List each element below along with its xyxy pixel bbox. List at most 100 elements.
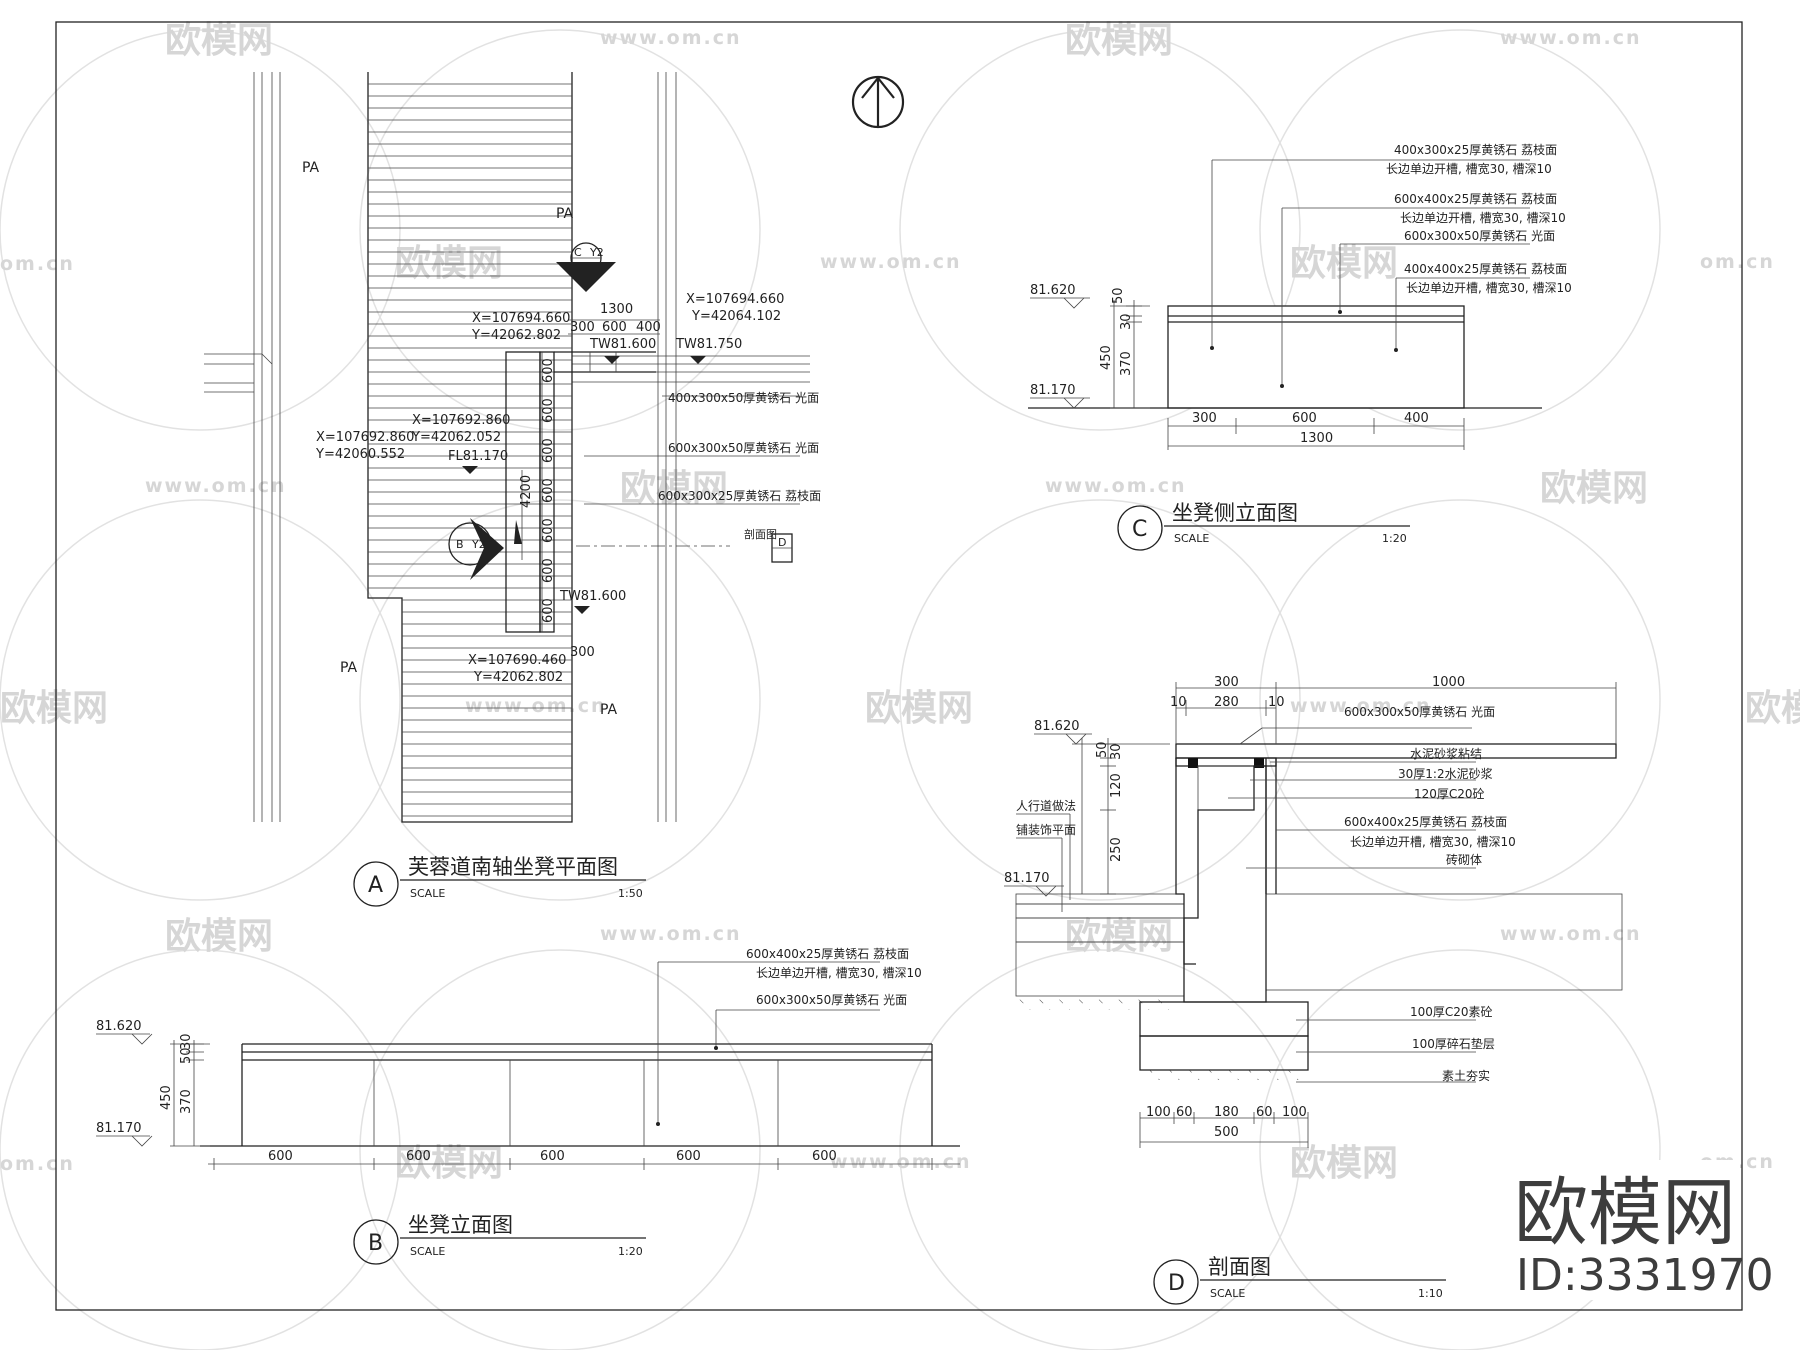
section-note: 120厚C20砼 — [1414, 787, 1485, 801]
pa-label: PA — [600, 702, 618, 718]
elev-dim: 30 — [179, 1033, 194, 1050]
elev-dim: 30 — [1119, 313, 1134, 330]
elev-dim: 50 — [179, 1047, 194, 1064]
section-note: 600x300x50厚黄锈石 光面 — [1344, 705, 1495, 719]
elev-dim: 450 — [159, 1085, 174, 1110]
plan-note: 600x300x25厚黄锈石 荔枝面 — [658, 488, 821, 503]
watermark-logo: 欧模网 — [1065, 20, 1173, 61]
coord-y: Y=42062.802 — [471, 328, 561, 343]
title-block-a: A 芙蓉道南轴坐凳平面图 SCALE 1:50 — [353, 855, 646, 907]
section-mark-d: D 剖面图 — [576, 527, 793, 563]
drawing-a-plan: 600 600 600 600 600 600 600 4200 1300 30… — [204, 72, 905, 907]
elev-tw: TW81.600 — [559, 589, 626, 604]
section-note: 长边单边开槽, 槽宽30, 槽深10 — [1350, 834, 1516, 849]
watermark-logo: 欧模网 — [1290, 243, 1398, 284]
title-block-b: B 坐凳立面图 SCALE 1:20 — [353, 1213, 646, 1265]
span-dim: 600 — [812, 1149, 837, 1164]
coord-y: Y=42060.552 — [315, 447, 405, 462]
watermark-url-fragment: om.cn — [0, 253, 75, 275]
elev-tw: TW81.600 — [589, 337, 656, 352]
elev-bottom: 81.170 — [96, 1121, 142, 1136]
elev-top: 81.620 — [96, 1019, 142, 1034]
plan-note: 600x300x50厚黄锈石 光面 — [668, 441, 819, 455]
elev-dim: 370 — [179, 1089, 194, 1114]
plan-dim-300-bottom: 300 — [570, 645, 595, 660]
elev-marker — [690, 356, 706, 364]
section-note: 100厚碎石垫层 — [1412, 1036, 1495, 1051]
section-dim-total: 500 — [1214, 1125, 1239, 1140]
section-label: 剖面图 — [744, 527, 777, 541]
watermark-logo: 欧模网 — [1745, 688, 1800, 729]
section-note: 砖砌体 — [1446, 852, 1482, 867]
section-dim: 120 — [1109, 773, 1124, 798]
span-dim: 600 — [540, 1149, 565, 1164]
plan-dim-600: 600 — [602, 320, 627, 335]
span-dim: 400 — [1404, 411, 1429, 426]
section-dim: 50 — [1095, 741, 1110, 758]
section-note: 30厚1:2水泥砂浆 — [1398, 766, 1493, 781]
section-note-left: 铺装饰平面 — [1016, 823, 1076, 837]
watermark-url-fragment: om.cn — [0, 1153, 75, 1175]
elev-fl: FL81.170 — [448, 449, 508, 464]
watermark-logo: 欧模网 — [165, 20, 273, 61]
callout-ref: Y2 — [471, 538, 486, 551]
section-dim: 100 — [1146, 1105, 1171, 1120]
section-dim: 250 — [1109, 837, 1124, 862]
section-dim: 300 — [1214, 675, 1239, 690]
plan-dim-4200: 4200 — [519, 475, 534, 508]
span-dim: 600 — [676, 1149, 701, 1164]
title-letter: A — [368, 873, 383, 898]
elev-note: 400x400x25厚黄锈石 荔枝面 — [1404, 261, 1567, 276]
elev-marker — [462, 466, 478, 474]
scale-label: SCALE — [1174, 532, 1209, 545]
watermark-url: www.om.cn — [600, 27, 742, 49]
coord-x: X=107694.660 — [472, 311, 570, 326]
elev-top: 81.620 — [1034, 719, 1080, 734]
watermark-url: www.om.cn — [600, 923, 742, 945]
section-dim: 30 — [1109, 743, 1124, 760]
callout-b-marker: B Y2 — [448, 518, 522, 580]
coord-y: Y=42062.052 — [411, 430, 501, 445]
coord-x: X=107692.860 — [316, 430, 414, 445]
coord-x: X=107690.460 — [468, 653, 566, 668]
watermark-url: www.om.cn — [1045, 475, 1187, 497]
watermark-circles — [0, 29, 1661, 1350]
plan-note: 400x300x50厚黄锈石 光面 — [668, 391, 819, 405]
brand-block: 欧模网 ID:3331970 — [1500, 1160, 1774, 1301]
watermark-url: www.om.cn — [145, 475, 287, 497]
watermark-logo: 欧模网 — [620, 468, 728, 509]
scale-value: 1:10 — [1418, 1287, 1443, 1300]
coord-x: X=107692.860 — [412, 413, 510, 428]
brand-id: ID:3331970 — [1516, 1250, 1774, 1301]
scale-label: SCALE — [1210, 1287, 1245, 1300]
plan-dim-600: 600 — [541, 358, 556, 383]
pa-label: PA — [556, 206, 574, 222]
section-note-left: 人行道做法 — [1016, 798, 1076, 813]
scale-value: 1:20 — [618, 1245, 643, 1258]
title-block-c: C 坐凳侧立面图 SCALE 1:20 — [1117, 501, 1410, 551]
plan-dim-400: 400 — [636, 320, 661, 335]
title-letter: C — [1132, 517, 1147, 542]
section-dim: 60 — [1176, 1105, 1193, 1120]
section-note: 素土夯实 — [1442, 1068, 1490, 1083]
title-block-d: D 剖面图 SCALE 1:10 — [1153, 1255, 1446, 1305]
elev-note: 600x300x50厚黄锈石 光面 — [1404, 229, 1555, 243]
paving-strip — [367, 72, 573, 823]
sheet-border — [55, 21, 1743, 1311]
coord-x: X=107694.660 — [686, 292, 784, 307]
pa-label: PA — [302, 160, 320, 176]
section-dim: 10 — [1268, 695, 1285, 710]
elev-bottom: 81.170 — [1004, 871, 1050, 886]
title-letter: D — [1168, 1271, 1185, 1296]
drawing-b-elevation: 81.620 81.170 30 50 450 370 600 600 600 … — [96, 946, 960, 1265]
section-dim: 1000 — [1432, 675, 1465, 690]
plan-vertical-dims — [521, 352, 543, 632]
scale-label: SCALE — [410, 887, 445, 900]
watermark-url: www.om.cn — [465, 695, 607, 717]
section-dim: 10 — [1170, 695, 1187, 710]
bench-plan — [505, 351, 656, 633]
elev-marker — [574, 606, 590, 614]
watermark-logo: 欧模网 — [1290, 1143, 1398, 1184]
drawing-c-side-elevation: 81.620 81.170 50 30 450 370 300 600 400 … — [1028, 142, 1572, 551]
